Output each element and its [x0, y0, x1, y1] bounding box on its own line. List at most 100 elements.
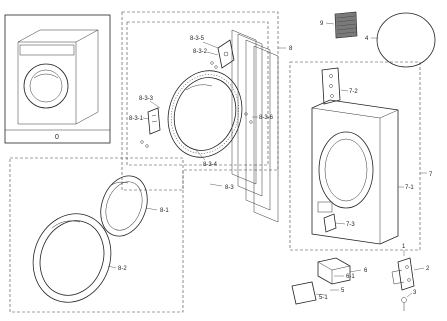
front-panel-body — [311, 99, 399, 245]
door-ring-outer — [167, 70, 243, 158]
washer-control-panel — [19, 44, 75, 56]
callout-8-3-2: 8-3-2 — [193, 49, 208, 55]
door-outer-ring-outer — [32, 213, 112, 303]
door-lock-switch — [323, 213, 337, 233]
leader-3 — [406, 292, 413, 298]
screw-head — [401, 297, 407, 303]
small-parts-region: 6 6-1 5-1 5 1 2 3 — [291, 244, 430, 311]
bracket-hole — [329, 84, 333, 88]
screw-icon — [244, 112, 248, 116]
screw-icon — [214, 65, 218, 69]
hinge-bracket-body — [397, 257, 415, 291]
front-panel-lock-slot — [317, 201, 333, 213]
callout-1: 1 — [402, 244, 406, 250]
callout-8: 8 — [289, 46, 293, 52]
leader-8-3-4 — [195, 149, 206, 161]
inset-frame — [4, 14, 111, 144]
callout-8-3-4: 8-3-4 — [203, 162, 218, 168]
filter-mesh-part: 9 — [320, 11, 358, 39]
leader-9 — [325, 22, 335, 25]
door-panel-d — [231, 29, 257, 185]
callout-8-3: 8-3 — [225, 185, 234, 191]
callout-6: 6 — [364, 268, 368, 274]
hinge-pin — [223, 51, 229, 57]
callout-8-3-6: 8-3-6 — [259, 115, 274, 121]
door-ring-part: 8-3-4 — [167, 70, 243, 168]
front-panel-region: 7 7-1 7-2 7-3 — [289, 61, 433, 251]
door-outer-ring-part: 8-2 — [32, 213, 127, 303]
door-assembly-region: 8 — [121, 11, 293, 191]
panel-bracket-body — [321, 67, 341, 105]
callout-4: 4 — [365, 36, 369, 42]
front-panel-top-edge — [311, 107, 399, 119]
callout-8-3-1: 8-3-1 — [129, 116, 144, 122]
door-assembly-boundary — [121, 11, 279, 191]
callout-7: 7 — [429, 172, 433, 178]
leader-8-3 — [209, 183, 223, 187]
latch-body — [147, 107, 161, 135]
door-subassembly-boundary — [126, 21, 269, 166]
door-panel-a — [237, 33, 263, 197]
screw-icon — [249, 120, 253, 124]
leader-2 — [413, 267, 425, 271]
door-outer-ring-highlight — [51, 220, 81, 229]
latch-detail — [151, 120, 158, 123]
leader-6 — [349, 269, 362, 273]
door-glass-inner — [105, 181, 143, 231]
door-ring-highlight — [185, 84, 213, 91]
leader-7-2 — [340, 89, 349, 92]
filter-mesh-texture — [336, 15, 357, 35]
leader-8-3-2 — [206, 51, 219, 56]
gasket-ring-part: 4 — [365, 12, 436, 68]
screw-icon — [210, 61, 214, 65]
latch-detail — [151, 114, 157, 117]
leader-8-2 — [107, 265, 117, 269]
callout-7-2: 7-2 — [349, 89, 358, 95]
gasket-ring — [376, 12, 436, 68]
door-glass-outer — [100, 175, 148, 237]
front-panel-boundary — [289, 61, 421, 251]
hinge-bracket-arm — [391, 269, 405, 285]
washer-body — [17, 29, 99, 125]
leader-8-3-1 — [142, 117, 150, 120]
switch-box-body — [317, 257, 351, 285]
callout-2: 2 — [426, 266, 430, 272]
bracket-hole — [329, 74, 333, 78]
callout-7-3: 7-3 — [346, 222, 355, 228]
screw-icon — [407, 278, 411, 282]
callout-8-3-5: 8-3-5 — [190, 36, 205, 42]
bracket-hole — [330, 94, 334, 98]
leader-8-3-5 — [202, 41, 219, 49]
door-glass-region — [9, 157, 184, 313]
callout-6-1: 6-1 — [346, 274, 355, 280]
door-glass-part: 8-1 — [100, 175, 169, 237]
door-panel-b — [245, 39, 271, 211]
hinge-body — [217, 39, 235, 69]
door-ring-screws — [171, 74, 239, 154]
door-panel-c — [253, 45, 279, 223]
front-panel-door-opening — [318, 131, 374, 209]
screw-icon — [145, 144, 149, 148]
leader-8-1 — [145, 207, 158, 211]
leader-5-1 — [315, 293, 326, 296]
washer-door-outer — [23, 63, 69, 109]
leader-7-3 — [335, 222, 346, 225]
front-panel-door-opening-inner — [324, 138, 368, 202]
callout-8-1: 8-1 — [160, 208, 169, 214]
callout-5-1: 5-1 — [319, 295, 328, 301]
screw-icon — [405, 265, 409, 269]
callout-5: 5 — [341, 288, 345, 294]
leader-8-3-3 — [149, 100, 161, 109]
cover-plate-body — [291, 281, 317, 305]
door-ring-inner — [173, 77, 237, 151]
screw-set-part: 8-3-6 — [244, 112, 274, 124]
door-latch-part: 8-3-3 8-3-1 — [129, 96, 161, 148]
callout-9: 9 — [320, 21, 324, 27]
callout-3: 3 — [413, 290, 417, 296]
door-outer-ring-inner — [39, 220, 105, 296]
screw-icon — [140, 140, 144, 144]
door-glass-highlight — [109, 181, 129, 187]
callout-8-2: 8-2 — [118, 266, 127, 272]
